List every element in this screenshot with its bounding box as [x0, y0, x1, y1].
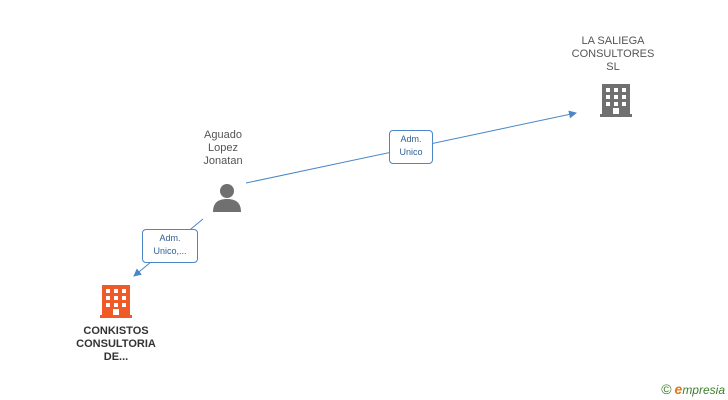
person-name-line-3: Jonatan [203, 155, 243, 167]
company-focus-name-line-1: CONKISTOS [83, 325, 149, 337]
person-name[interactable]: Aguado Lopez Jonatan [183, 129, 263, 168]
relation-badge-focus-line-2: Unico,... [153, 246, 187, 256]
company-focus-name-line-2: CONSULTORIA [76, 338, 156, 350]
relation-badge-focus-line-1: Adm. [159, 233, 181, 243]
company-top-name[interactable]: LA SALIEGA CONSULTORES SL [563, 35, 663, 74]
relation-badge-focus[interactable]: Adm. Unico,... [142, 229, 198, 263]
person-name-line-2: Lopez [208, 142, 238, 154]
relation-badge-top-line-1: Adm. [400, 134, 422, 144]
company-focus-name-line-3: DE... [103, 351, 129, 363]
empresia-logo-initial: e [674, 381, 683, 397]
person-icon[interactable] [213, 184, 241, 212]
relation-badge-top-line-2: Unico [399, 147, 423, 157]
empresia-logo-text: mpresia [682, 383, 725, 397]
relation-badge-top[interactable]: Adm. Unico [389, 130, 433, 164]
company-top-name-line-3: SL [606, 61, 620, 73]
company-top-name-line-2: CONSULTORES [571, 48, 655, 60]
building-icon[interactable] [600, 84, 632, 117]
empresia-logo: empresia [675, 381, 725, 397]
building-icon[interactable] [100, 285, 132, 318]
empresia-watermark: © empresia [661, 381, 725, 397]
company-focus-name[interactable]: CONKISTOS CONSULTORIA DE... [61, 325, 171, 364]
copyright-icon: © [661, 381, 672, 397]
person-name-line-1: Aguado [204, 129, 242, 141]
company-top-name-line-1: LA SALIEGA [581, 35, 645, 47]
